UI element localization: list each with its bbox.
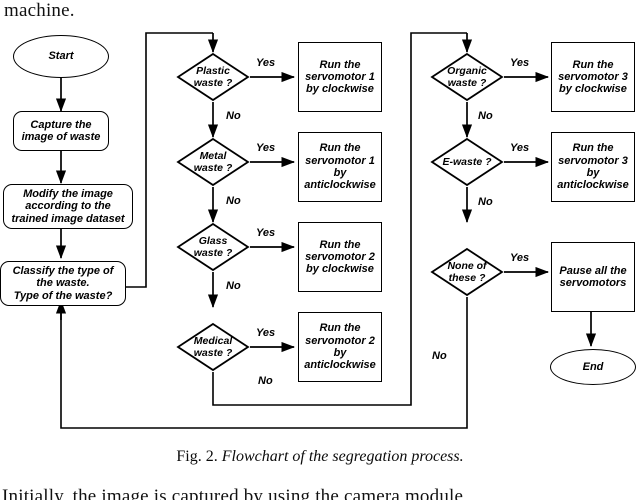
action-servo2-anticlockwise: Run the servomotor 2 by anticlockwise [298,312,382,382]
decision-medical-waste: Medical waste ? [176,322,250,372]
step-modify-image: Modify the image according to the traine… [3,184,133,229]
preceding-body-text-line: machine. [4,0,75,21]
diamond-shape [176,52,250,102]
figure-caption-text: Flowchart of the segregation process. [221,448,464,465]
action-servo1-clockwise: Run the servomotor 1 by clockwise [298,42,382,112]
action-servo2-clockwise: Run the servomotor 2 by clockwise [298,222,382,292]
start-terminator: Start [13,35,109,78]
edge-label-medical-no: No [258,375,273,387]
decision-plastic-waste: Plastic waste ? [176,52,250,102]
edge-label-plastic-no: No [226,110,241,122]
action-servo3-clockwise-label: Run the servomotor 3 by clockwise [558,58,628,96]
action-pause-all-servomotors: Pause all the servomotors [551,242,635,312]
figure-caption: Fig. 2. Flowchart of the segregation pro… [0,448,640,466]
action-pause-all-servomotors-label: Pause all the servomotors [559,264,627,289]
decision-glass-waste: Glass waste ? [176,222,250,272]
edge-label-ewaste-yes: Yes [510,142,530,154]
action-servo3-anticlockwise-label: Run the servomotor 3 by anticlockwise [557,142,629,192]
action-servo3-clockwise: Run the servomotor 3 by clockwise [551,42,635,112]
edge-label-ewaste-no: No [478,196,493,208]
step-capture-image: Capture the image of waste [13,111,109,151]
preceding-body-text: machine. [0,0,640,22]
end-terminator: End [550,349,636,385]
diamond-shape [176,222,250,272]
edge-label-plastic-yes: Yes [256,57,276,69]
action-servo1-anticlockwise-label: Run the servomotor 1 by anticlockwise [304,142,376,192]
edge-label-organic-no: No [478,110,493,122]
following-body-text-line: Initially, the image is captured by usin… [2,486,464,500]
start-label: Start [48,50,74,63]
step-capture-image-label: Capture the image of waste [21,118,101,143]
diamond-shape [176,322,250,372]
edge-label-glass-yes: Yes [256,227,276,239]
figure-caption-label: Fig. 2. [176,448,218,465]
step-modify-image-label: Modify the image according to the traine… [11,188,125,225]
decision-none-of-these: None of these ? [430,247,504,297]
edge-label-glass-no: No [226,280,241,292]
decision-organic-waste: Organic waste ? [430,52,504,102]
diamond-shape [430,247,504,297]
diamond-shape [430,137,504,187]
step-classify-waste: Classify the type of the waste. Type of … [0,261,126,306]
action-servo1-clockwise-label: Run the servomotor 1 by clockwise [305,58,375,96]
decision-metal-waste: Metal waste ? [176,137,250,187]
following-body-text: Initially, the image is captured by usin… [0,486,640,500]
edge-label-organic-yes: Yes [510,57,530,69]
edge-label-none-yes: Yes [510,252,530,264]
action-servo1-anticlockwise: Run the servomotor 1 by anticlockwise [298,132,382,202]
edge-label-none-no: No [432,350,447,362]
diamond-shape [176,137,250,187]
end-label: End [582,360,604,373]
decision-e-waste: E-waste ? [430,137,504,187]
edge-label-medical-yes: Yes [256,327,276,339]
action-servo2-anticlockwise-label: Run the servomotor 2 by anticlockwise [304,322,376,372]
action-servo2-clockwise-label: Run the servomotor 2 by clockwise [305,238,375,276]
edge-label-metal-no: No [226,195,241,207]
edge-label-metal-yes: Yes [256,142,276,154]
action-servo3-anticlockwise: Run the servomotor 3 by anticlockwise [551,132,635,202]
step-classify-waste-label: Classify the type of the waste. Type of … [12,265,114,302]
diamond-shape [430,52,504,102]
